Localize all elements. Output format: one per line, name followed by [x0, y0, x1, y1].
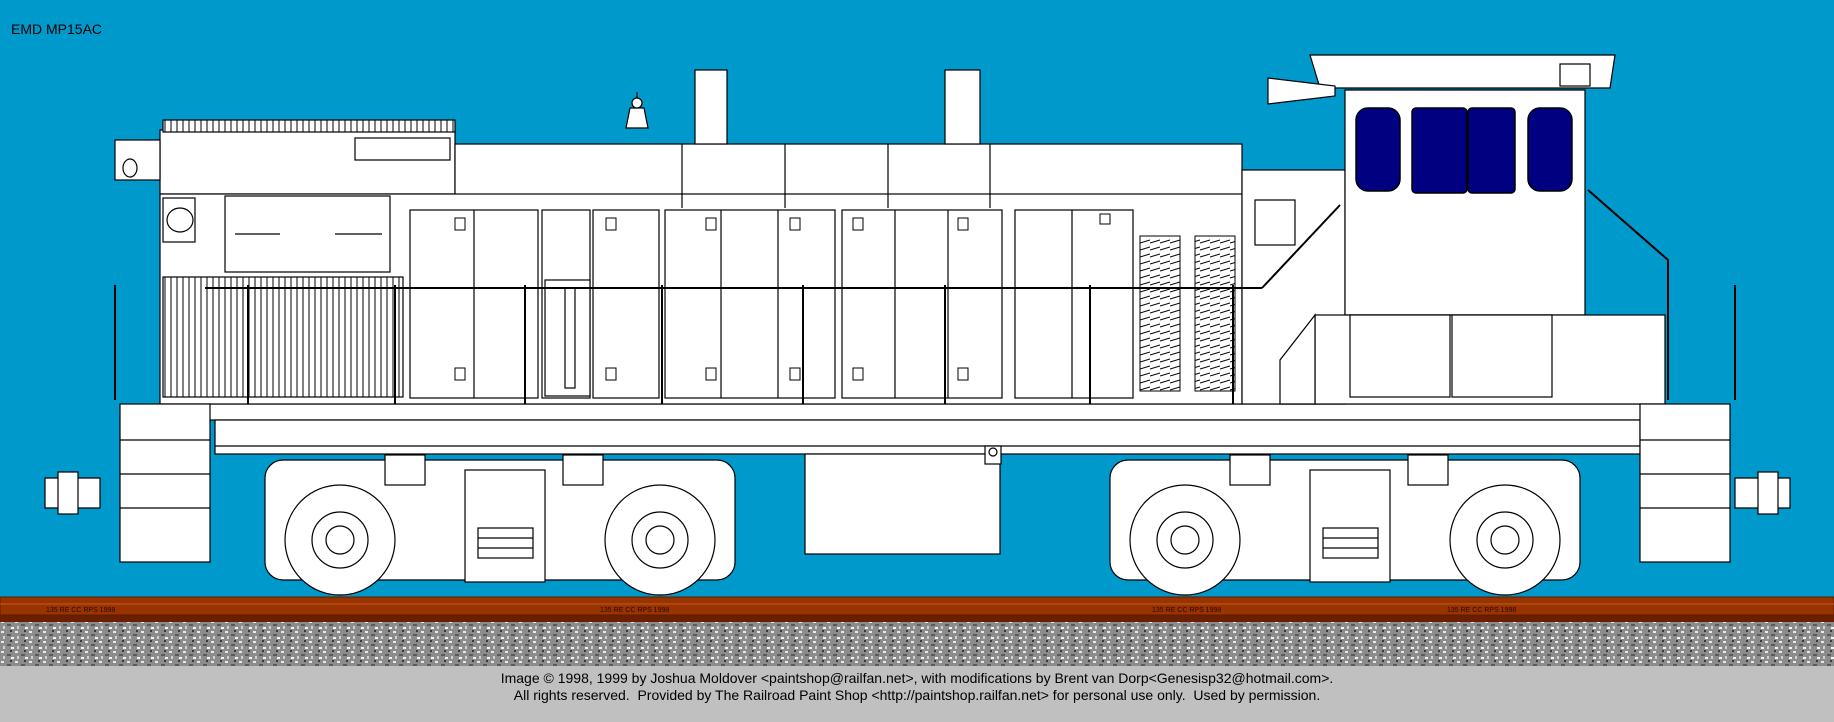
rail-text-3: 135 RE CC RPS 1998	[1152, 607, 1221, 614]
rail-text-2: 135 RE CC RPS 1998	[600, 607, 669, 614]
front-truck-wheels	[284, 484, 716, 596]
handrails	[114, 189, 1736, 400]
bell	[625, 92, 649, 129]
rail-tie-row	[0, 614, 1834, 622]
cab-windows	[1355, 107, 1573, 194]
end-steps	[119, 403, 1731, 563]
fuel-tank	[804, 445, 1002, 555]
stanchions	[247, 285, 1234, 404]
cab	[1241, 54, 1666, 405]
frame	[184, 403, 1666, 455]
diagram-title: EMD MP15AC	[11, 21, 103, 37]
horn	[1267, 63, 1591, 105]
couplers	[44, 139, 1791, 515]
locomotive-drawing: 135 RE CC RPS 1998 135 RE CC RPS 1998 13…	[0, 54, 1834, 666]
rail	[0, 596, 1834, 616]
rail-text-4: 135 RE CC RPS 1998	[1447, 607, 1516, 614]
hood-doors	[409, 209, 1135, 399]
credits-line-1: Image © 1998, 1999 by Joshua Moldover <p…	[500, 670, 1334, 686]
door-latches	[454, 213, 1111, 381]
rear-truck-wheels	[1129, 484, 1561, 596]
credits-footer: Image © 1998, 1999 by Joshua Moldover <p…	[0, 666, 1834, 722]
ballast	[0, 620, 1834, 666]
rail-markings: 135 RE CC RPS 1998 135 RE CC RPS 1998 13…	[46, 607, 1516, 614]
radiator	[162, 195, 404, 398]
louvers	[1139, 235, 1236, 392]
exhaust-stacks	[694, 69, 981, 145]
credits-line-2: All rights reserved. Provided by The Rai…	[513, 687, 1321, 703]
rail-text-1: 135 RE CC RPS 1998	[46, 607, 115, 614]
